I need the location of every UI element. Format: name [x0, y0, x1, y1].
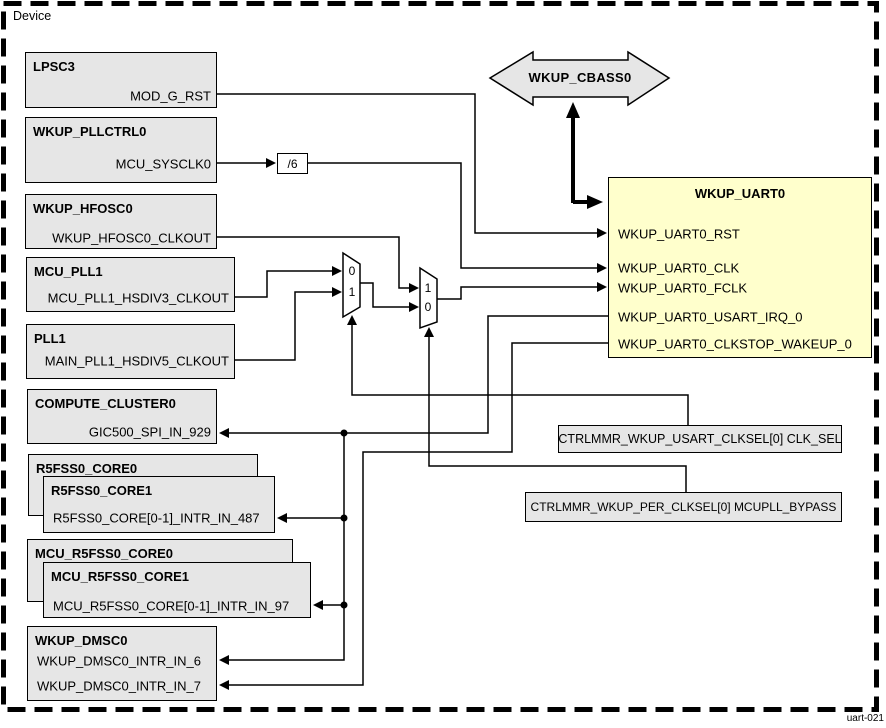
wire-mux1-to-mux2 [360, 282, 419, 312]
clk-sel-mux-input-0: 0 [348, 264, 356, 278]
signal-r5fss0-intr: R5FSS0_CORE[0-1]_INTR_IN_487 [53, 510, 260, 526]
block-wkup-pllctrl0: WKUP_PLLCTRL0 MCU_SYSCLK0 [25, 117, 217, 183]
signal-uart0-clk: WKUP_UART0_CLK [618, 260, 740, 276]
signal-uart0-clkstop-wakeup: WKUP_UART0_CLKSTOP_WAKEUP_0 [618, 336, 852, 352]
ctrlmmr-usart-clksel-label: CTRLMMR_WKUP_USART_CLKSEL[0] CLK_SEL [558, 432, 842, 446]
signal-mcu-r5fss0-intr: MCU_R5FSS0_CORE[0-1]_INTR_IN_97 [53, 598, 290, 614]
wire-mod-g-rst [217, 93, 607, 238]
block-title: WKUP_DMSC0 [35, 633, 128, 648]
block-wkup-hfosc0: WKUP_HFOSC0 WKUP_HFOSC0_CLKOUT [25, 194, 217, 249]
bypass-mux-input-1: 1 [424, 281, 432, 295]
junction-dot [340, 601, 348, 609]
signal-mcu-sysclk0: MCU_SYSCLK0 [115, 156, 211, 172]
cbass-uart-bus [566, 102, 603, 209]
device-boundary [1, 1, 879, 712]
signal-dmsc0-intr-in-7: WKUP_DMSC0_INTR_IN_7 [37, 678, 201, 694]
clk-sel-mux-shape [342, 251, 361, 319]
block-wkup-uart0: WKUP_UART0 WKUP_UART0_RST WKUP_UART0_CLK… [608, 177, 872, 358]
block-title: R5FSS0_CORE0 [36, 461, 138, 476]
device-label: Device [13, 9, 52, 23]
junction-dot [340, 429, 348, 437]
block-ctrlmmr-per-clksel: CTRLMMR_WKUP_PER_CLKSEL[0] MCUPLL_BYPASS [525, 492, 842, 522]
wire-usart-irq [219, 315, 608, 438]
divider-label: /6 [287, 156, 298, 171]
block-title: PLL1 [34, 331, 66, 346]
bypass-mux-input-0: 0 [424, 300, 432, 314]
signal-gic500-spi-in: GIC500_SPI_IN_929 [88, 424, 211, 440]
clk-sel-mux-input-1: 1 [348, 285, 356, 299]
block-pll1: PLL1 MAIN_PLL1_HSDIV5_CLKOUT [26, 324, 235, 379]
divide-by-6-block: /6 [277, 153, 308, 174]
wire-div6-to-clk [308, 162, 607, 273]
wire-irq-to-dmsc-in6 [219, 605, 345, 665]
junction-dots [340, 429, 348, 609]
block-lpsc3: LPSC3 MOD_G_RST [25, 52, 217, 108]
block-mcu-pll1: MCU_PLL1 MCU_PLL1_HSDIV3_CLKOUT [26, 257, 235, 312]
figure-id: uart-021 [846, 713, 884, 724]
block-wkup-cbass0-label: WKUP_CBASS0 [528, 70, 632, 85]
block-ctrlmmr-usart-clksel: CTRLMMR_WKUP_USART_CLKSEL[0] CLK_SEL [558, 425, 842, 453]
block-title: MCU_R5FSS0_CORE0 [35, 546, 173, 561]
wire-mcupll-bypass-select [424, 327, 687, 492]
signal-main-pll1-hsdiv5: MAIN_PLL1_HSDIV5_CLKOUT [44, 353, 229, 369]
cbass-bus-shape [488, 50, 671, 107]
wire-clkstop-to-dmsc-in7 [219, 342, 608, 690]
block-title: R5FSS0_CORE1 [51, 483, 153, 498]
signal-uart0-fclk: WKUP_UART0_FCLK [618, 280, 748, 296]
block-mcu-r5fss0-core1: MCU_R5FSS0_CORE1 MCU_R5FSS0_CORE[0-1]_IN… [43, 562, 311, 618]
block-title: MCU_PLL1 [34, 264, 103, 279]
signal-mcu-pll1-hsdiv3: MCU_PLL1_HSDIV3_CLKOUT [47, 290, 229, 306]
bypass-mux-shape [419, 266, 438, 330]
block-title: WKUP_HFOSC0 [33, 201, 133, 216]
block-wkup-dmsc0: WKUP_DMSC0 WKUP_DMSC0_INTR_IN_6 WKUP_DMS… [27, 626, 217, 701]
block-title: MCU_R5FSS0_CORE1 [51, 569, 189, 584]
block-title: COMPUTE_CLUSTER0 [35, 396, 176, 411]
block-title: LPSC3 [33, 59, 75, 74]
signal-uart0-usart-irq: WKUP_UART0_USART_IRQ_0 [618, 309, 803, 325]
signal-uart0-rst: WKUP_UART0_RST [618, 226, 740, 242]
wire-mux2-to-fclk [437, 282, 607, 300]
wire-clk-sel-select [347, 315, 689, 425]
block-compute-cluster0: COMPUTE_CLUSTER0 GIC500_SPI_IN_929 [27, 389, 217, 444]
junction-dot [340, 514, 348, 522]
ctrlmmr-per-clksel-label: CTRLMMR_WKUP_PER_CLKSEL[0] MCUPLL_BYPASS [530, 500, 837, 514]
block-title: WKUP_PLLCTRL0 [33, 124, 147, 139]
signal-hfosc0-clkout: WKUP_HFOSC0_CLKOUT [52, 230, 211, 246]
wire-hfosc-clkout [217, 236, 419, 293]
signal-dmsc0-intr-in-6: WKUP_DMSC0_INTR_IN_6 [37, 653, 201, 669]
wire-main-pll1-hsdiv5 [235, 287, 342, 361]
block-r5fss0-core1: R5FSS0_CORE1 R5FSS0_CORE[0-1]_INTR_IN_48… [43, 476, 275, 533]
block-title: WKUP_UART0 [694, 186, 786, 201]
wire-mcu-pll1-hsdiv3 [235, 266, 342, 298]
signal-mod-g-rst: MOD_G_RST [130, 88, 211, 104]
